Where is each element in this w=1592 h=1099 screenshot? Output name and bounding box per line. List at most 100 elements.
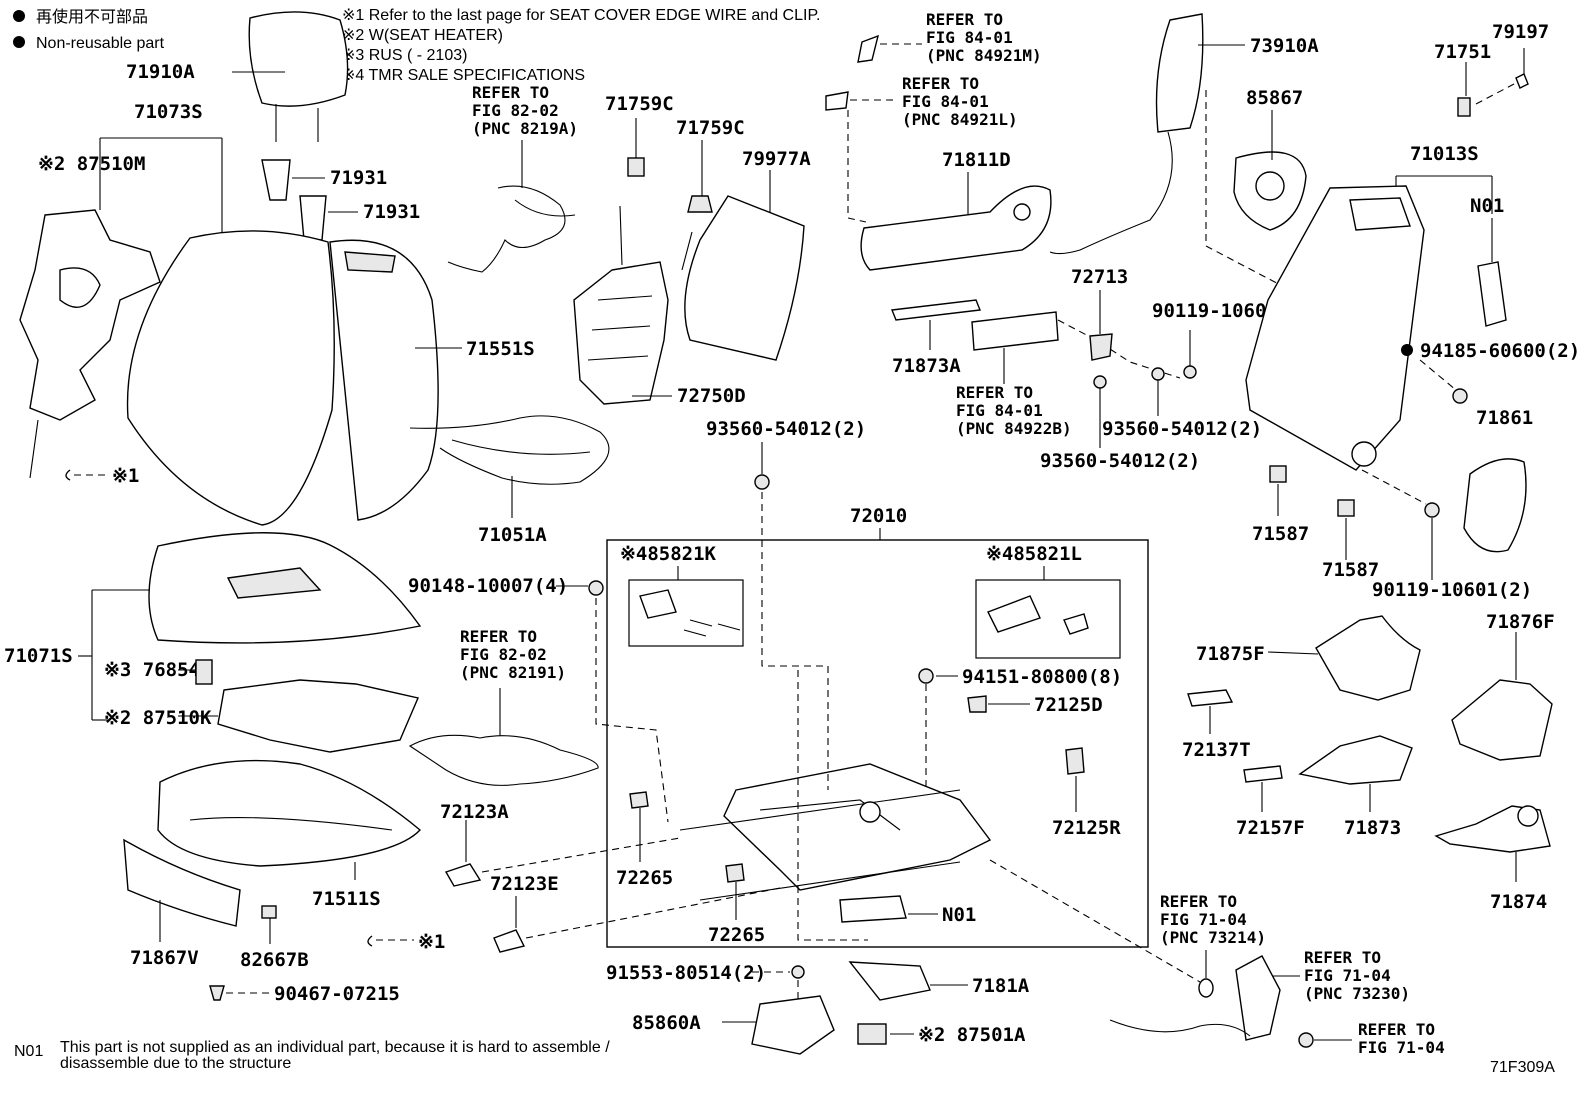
- ref-73214-line1: REFER TO: [1160, 892, 1237, 911]
- cover-71876F: [1451, 632, 1553, 761]
- harness-lower: [408, 688, 599, 786]
- legend-en: Non-reusable part: [36, 35, 165, 52]
- label-71861: 71861: [1476, 407, 1533, 429]
- connector-87501A: [857, 1023, 914, 1045]
- label-91553: 91553-80514(2): [606, 962, 766, 984]
- cushion-cover: [157, 759, 422, 880]
- legend: 再使用不可部品 Non-reusable part: [13, 8, 165, 52]
- recliner-motor-N01: [1477, 218, 1507, 327]
- label-87510M: ※2 87510M: [38, 153, 145, 175]
- label-71811D: 71811D: [942, 149, 1011, 171]
- label-94185: 94185-60600(2): [1420, 340, 1580, 362]
- ref-73230-line1: REFER TO: [1304, 948, 1381, 967]
- label-93560-b: 93560-54012(2): [1102, 418, 1262, 440]
- label-90119-b: 90119-10601(2): [1372, 579, 1532, 601]
- label-71873: 71873: [1344, 817, 1401, 839]
- seat-track-frame: [679, 763, 992, 901]
- label-90467: 90467-07215: [274, 983, 400, 1005]
- ref-8219A-line2: FIG 82-02: [472, 101, 559, 120]
- label-93560-c: 93560-54012(2): [1040, 450, 1200, 472]
- note-2: ※2 W(SEAT HEATER): [342, 27, 503, 44]
- trim-72137T: [1187, 689, 1234, 734]
- label-82667B: 82667B: [240, 949, 309, 971]
- cushion-front-panel: [123, 838, 241, 942]
- seatback-wire-71051A: [409, 415, 610, 518]
- label-71931-a: 71931: [330, 167, 387, 189]
- label-85821K: ※485821K: [620, 543, 717, 565]
- seat-heater-mat-cushion: [178, 679, 419, 753]
- seat-shield-71811D: [860, 172, 1052, 271]
- label-71073S: 71073S: [134, 101, 203, 123]
- clip-71759C-a: [627, 118, 645, 177]
- airbag-small-parts: [825, 34, 922, 223]
- label-71071S: 71071S: [4, 645, 73, 667]
- cover-72123E: [493, 887, 781, 953]
- ref-8219A-line3: (PNC 8219A): [472, 119, 578, 138]
- lumbar-frame: [573, 205, 693, 405]
- ref-84922B: REFER TO FIG 84-01 (PNC 84922B): [956, 383, 1072, 438]
- label-71551S: 71551S: [466, 338, 535, 360]
- seatback-bracket: [99, 137, 223, 238]
- label-72123A: 72123A: [440, 801, 509, 823]
- ref-84921M: REFER TO FIG 84-01 (PNC 84921M): [926, 10, 1042, 65]
- label-72123E: 72123E: [490, 873, 559, 895]
- ref-84922B-line1: REFER TO: [956, 383, 1033, 402]
- motor-85821L: [975, 566, 1121, 659]
- figure-code: 71F309A: [1490, 1059, 1555, 1076]
- label-71873A: 71873A: [892, 355, 961, 377]
- label-71931-b: 71931: [363, 201, 420, 223]
- edge-wire-ref-1: [65, 469, 108, 481]
- label-72157F: 72157F: [1236, 817, 1305, 839]
- headrest-guide-1: [261, 159, 325, 201]
- cover-72123A: [444, 820, 681, 887]
- ref-84921L-line2: FIG 84-01: [902, 92, 989, 111]
- ref-71-04: REFER TO FIG 71-04: [1358, 1020, 1445, 1057]
- side-airbag-module: [971, 311, 1181, 384]
- bracket-71873A: [891, 299, 981, 350]
- label-N01-a: N01: [1470, 195, 1504, 217]
- label-note1-a: ※1: [112, 465, 139, 487]
- non-reusable-dot-icon: [13, 10, 25, 22]
- ref-84921L: REFER TO FIG 84-01 (PNC 84921L): [902, 74, 1018, 129]
- back-pad-79977A: [684, 170, 805, 361]
- label-71587-b: 71587: [1322, 559, 1379, 581]
- ref-73214-line2: FIG 71-04: [1160, 910, 1247, 929]
- label-73910A: 73910A: [1250, 35, 1319, 57]
- motor-N01-track: [839, 895, 938, 923]
- ref-82191: REFER TO FIG 82-02 (PNC 82191): [460, 627, 566, 682]
- ref-73230: REFER TO FIG 71-04 (PNC 73230): [1304, 948, 1410, 1003]
- notes: ※1 Refer to the last page for SEAT COVER…: [342, 7, 821, 84]
- label-72750D: 72750D: [677, 385, 746, 407]
- label-72125D: 72125D: [1034, 694, 1103, 716]
- ref-73230-line2: FIG 71-04: [1304, 966, 1391, 985]
- footnote-code: N01: [14, 1043, 43, 1060]
- ref-73214-line3: (PNC 73214): [1160, 928, 1266, 947]
- ref-71-04-line2: FIG 71-04: [1358, 1038, 1445, 1057]
- ref-84922B-line2: FIG 84-01: [956, 401, 1043, 420]
- recliner-cover-71861: [1463, 458, 1527, 553]
- clip-71587-a: [1269, 465, 1287, 516]
- cushion-pad: [148, 532, 422, 644]
- note-4: ※4 TMR SALE SPECIFICATIONS: [342, 67, 585, 84]
- clip-71751: [1457, 48, 1529, 117]
- label-71751: 71751: [1434, 41, 1491, 63]
- bolt-90119-b: [1361, 469, 1440, 580]
- seat-heater-mat-back: [19, 209, 161, 479]
- label-71051A: 71051A: [478, 524, 547, 546]
- legend-jp: 再使用不可部品: [36, 8, 148, 26]
- ref-73214: REFER TO FIG 71-04 (PNC 73214): [1160, 892, 1266, 947]
- label-79977A: 79977A: [742, 148, 811, 170]
- label-76854C: ※3 76854C: [104, 659, 211, 681]
- seatback-sensor-73910A: [1049, 13, 1291, 291]
- cushion-bracket: [78, 589, 150, 721]
- label-90148: 90148-10007(4): [408, 575, 568, 597]
- clip-72265-a: [629, 791, 649, 862]
- non-reusable-dot-icon: [13, 36, 25, 48]
- label-71874: 71874: [1490, 891, 1547, 913]
- assembly-box-72010: [606, 539, 1149, 948]
- label-71511S: 71511S: [312, 888, 381, 910]
- label-87501A: ※2 87501A: [918, 1024, 1026, 1046]
- ref-84921L-line3: (PNC 84921L): [902, 110, 1018, 129]
- label-N01-b: N01: [942, 904, 976, 926]
